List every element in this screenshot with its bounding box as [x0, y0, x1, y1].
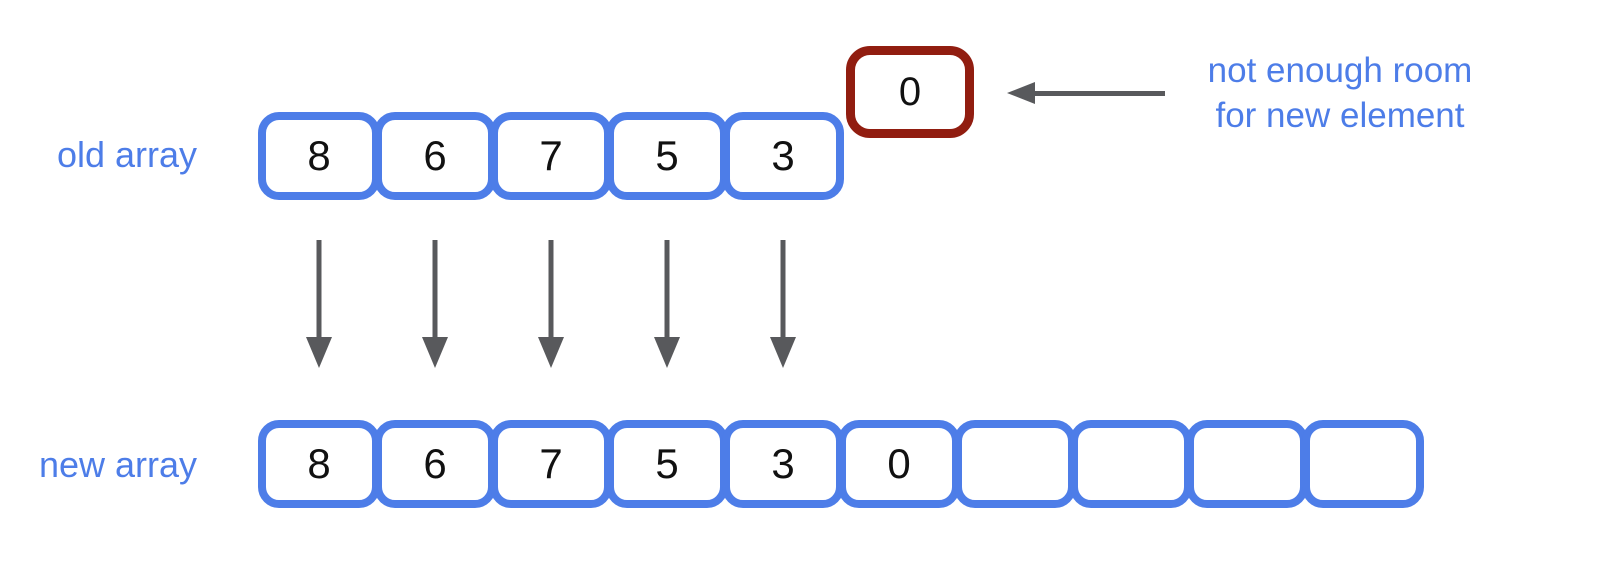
- new-array-cell-2: 7: [490, 420, 612, 508]
- down-arrow-icon: [770, 240, 796, 368]
- old-array-cell-0: 8: [258, 112, 380, 200]
- down-arrow-icon: [306, 240, 332, 368]
- overflow-cell: 0: [846, 46, 974, 138]
- arrow-head: [422, 337, 448, 368]
- old-array-cell-3: 5: [606, 112, 728, 200]
- arrow-shaft: [432, 240, 438, 339]
- new-array-cell-3: 5: [606, 420, 728, 508]
- arrow-shaft: [548, 240, 554, 339]
- arrow-head: [1007, 82, 1035, 104]
- new-array-cell-1: 6: [374, 420, 496, 508]
- new-array-cell-4: 3: [722, 420, 844, 508]
- arrow-shaft: [664, 240, 670, 339]
- down-arrow-icon: [422, 240, 448, 368]
- arrow-shaft: [780, 240, 786, 339]
- arrow-head: [654, 337, 680, 368]
- new-array-cell-8: [1186, 420, 1308, 508]
- arrow-head: [306, 337, 332, 368]
- old-array-cell-2: 7: [490, 112, 612, 200]
- old-array-cell-4: 3: [722, 112, 844, 200]
- arrow-head: [538, 337, 564, 368]
- down-arrow-icon: [538, 240, 564, 368]
- arrow-shaft: [316, 240, 322, 339]
- annotation-line-1: not enough room: [1207, 51, 1473, 90]
- new-array: 8 6 7 5 3 0: [258, 420, 1424, 508]
- down-arrow-icon: [654, 240, 680, 368]
- new-array-cell-6: [954, 420, 1076, 508]
- annotation-line-2: for new element: [1215, 96, 1465, 135]
- old-array: 8 6 7 5 3: [258, 112, 844, 200]
- arrow-head: [770, 337, 796, 368]
- new-array-cell-9: [1302, 420, 1424, 508]
- old-array-label: old array: [56, 134, 198, 175]
- arrow-shaft: [1031, 91, 1165, 96]
- new-array-cell-0: 8: [258, 420, 380, 508]
- new-array-cell-7: [1070, 420, 1192, 508]
- new-array-label: new array: [38, 444, 198, 485]
- left-arrow-icon: [1007, 82, 1165, 104]
- old-array-cell-1: 6: [374, 112, 496, 200]
- overflow-annotation: not enough room for new element: [1175, 48, 1505, 138]
- new-array-cell-5: 0: [838, 420, 960, 508]
